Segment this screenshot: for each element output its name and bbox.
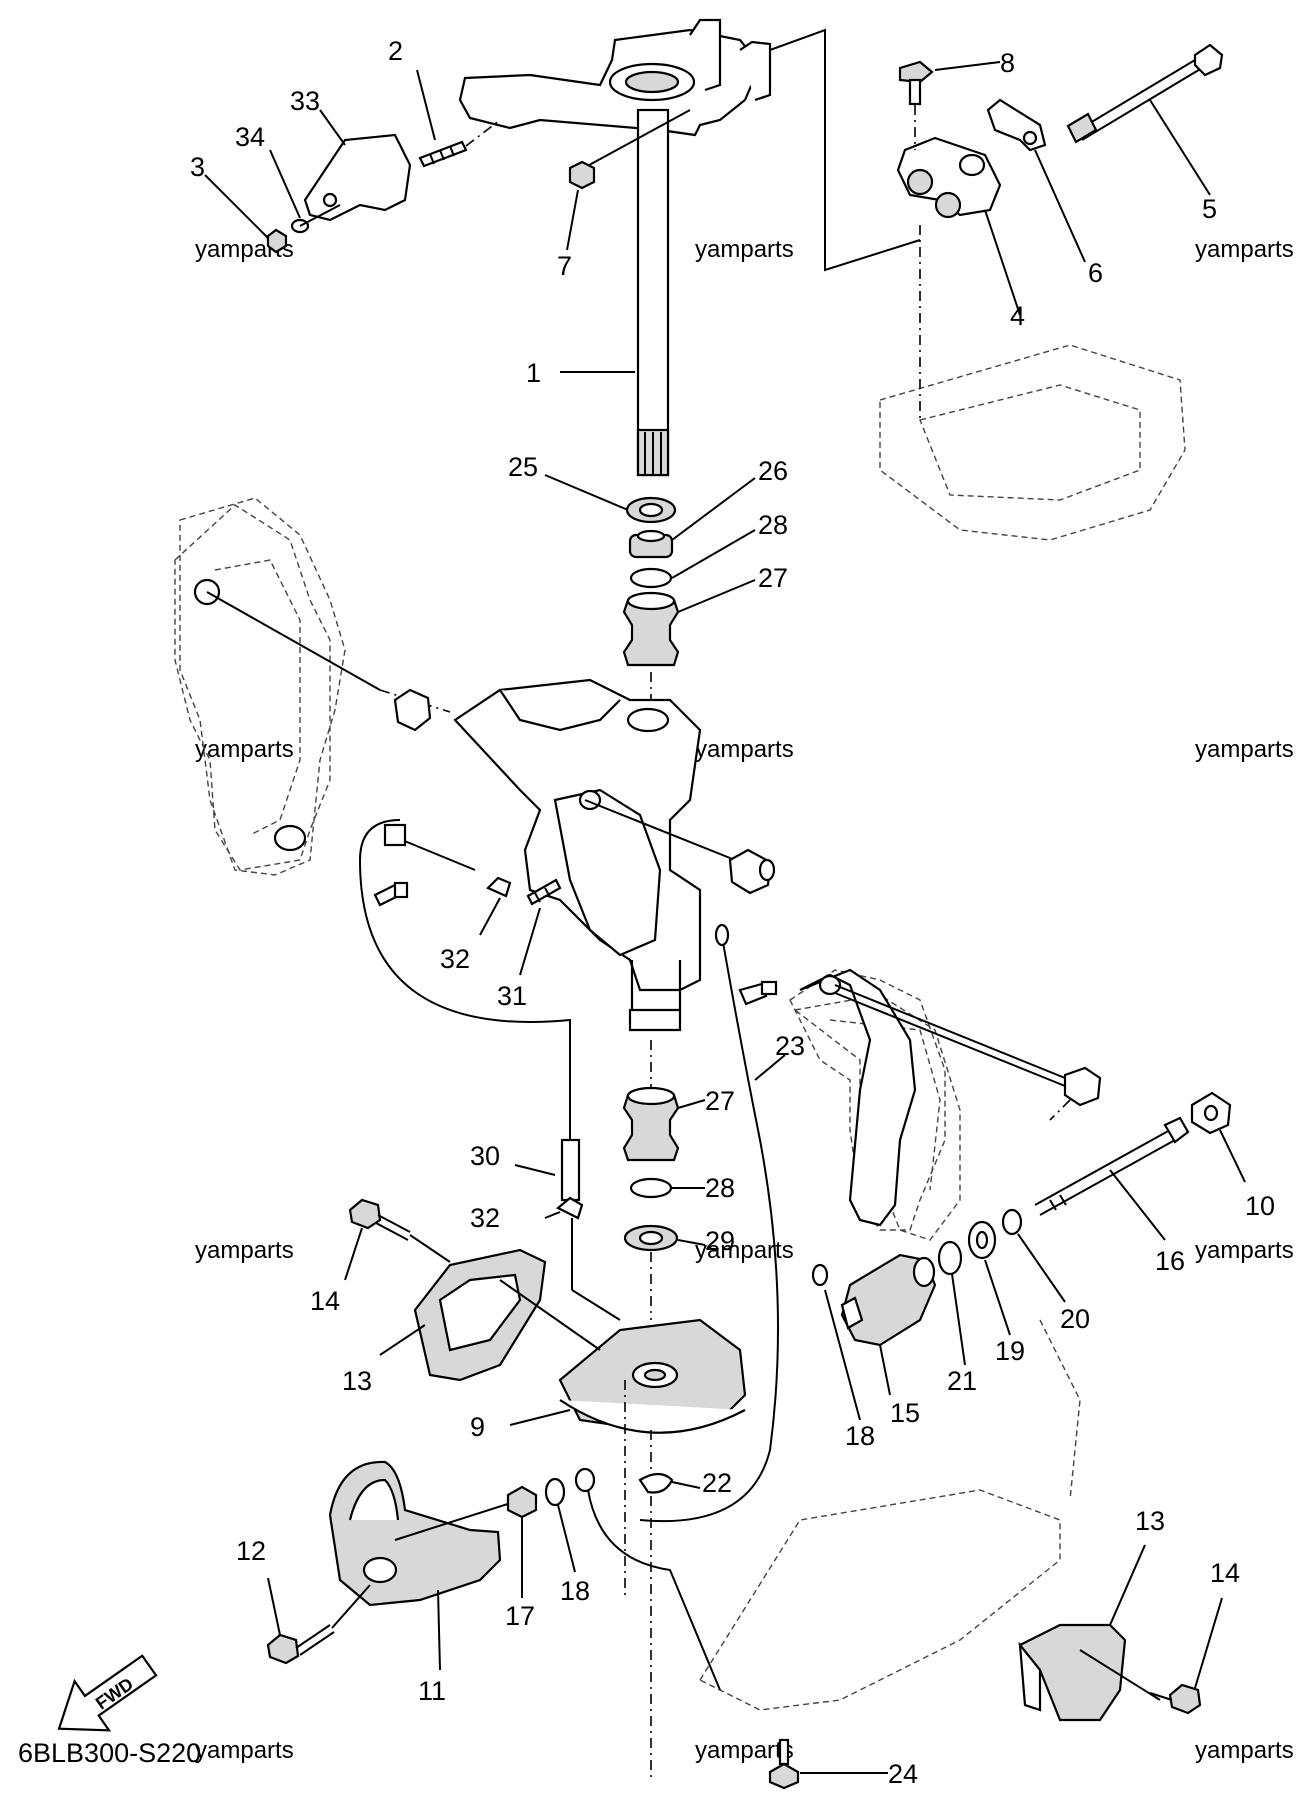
callout-31: 31 [497,981,527,1011]
callout-23: 23 [775,1031,805,1061]
callout-19: 19 [995,1336,1025,1366]
callout-28-upper: 28 [758,510,788,540]
bolt-12 [266,1624,335,1665]
fwd-arrow-icon: FWD [57,1654,158,1732]
callout-28-lower: 28 [705,1173,735,1203]
callout-18-lower: 18 [560,1576,590,1606]
bracket-13-right [1018,1623,1202,1722]
watermark: yamparts [1195,1737,1294,1764]
swivel-bracket [179,497,776,1032]
grease-hose-30 [358,819,571,1140]
callout-numbers: 1 2 3 4 5 6 7 8 9 10 11 12 13 13 14 14 1… [190,36,1275,1789]
lower-mount-9 [558,1218,747,1780]
callout-13-left: 13 [342,1366,372,1396]
washer-18-upper [811,1263,829,1287]
top-right-mount-group [769,28,1224,420]
clip-22 [638,1472,674,1494]
bolt-14-left [348,1198,411,1241]
right-clamp-bracket [738,968,1102,1231]
callout-11: 11 [418,1676,446,1706]
callout-27-lower: 27 [705,1086,735,1116]
watermark: yamparts [695,1737,794,1764]
callout-9: 9 [470,1412,485,1442]
bracket-6 [986,98,1047,152]
callout-14-left: 14 [310,1286,340,1316]
steering-shaft-assembly [458,18,772,477]
watermark: yamparts [1195,1237,1294,1264]
callout-8: 8 [1000,48,1015,78]
watermark: yamparts [1195,236,1294,263]
o-ring-28-lower [629,1177,673,1199]
callout-7: 7 [557,251,572,281]
watermark: yamparts [195,1237,294,1264]
diagram-code: 6BLB300-S220 [18,1738,201,1768]
upper-bushing-stack [622,496,680,730]
cable-holder-33 [303,133,412,222]
callout-2: 2 [388,36,403,66]
callout-22: 22 [702,1468,732,1498]
bolt-14-right [1149,1683,1202,1715]
washer-21 [937,1240,963,1276]
nut-17 [506,1485,538,1519]
watermarks: yamparts yamparts yamparts yamparts yamp… [195,236,1294,1764]
lower-bushing-stack [622,1040,680,1320]
cable-holder-group [266,119,501,254]
watermark: yamparts [1195,736,1294,763]
callout-29: 29 [705,1226,735,1256]
callout-20: 20 [1060,1304,1090,1334]
rubber-mount-group [840,1091,1232,1347]
leader-lines [204,61,1246,1774]
callout-6: 6 [1088,258,1103,288]
lower-cover-group [266,1460,721,1691]
bolt-8 [898,60,934,106]
callout-14-right: 14 [1210,1558,1240,1588]
fitting-31 [526,878,562,906]
callout-10: 10 [1245,1191,1275,1221]
callout-15: 15 [890,1398,920,1428]
clip-32-upper [486,876,512,898]
callout-25: 25 [508,452,538,482]
callout-4: 4 [1010,301,1025,331]
callout-33: 33 [290,86,320,116]
bolt-24 [768,1738,800,1790]
ground-cable-23 [639,924,779,1523]
callout-5: 5 [1202,194,1217,224]
callout-21: 21 [947,1366,977,1396]
watermark: yamparts [195,1737,294,1764]
callout-30: 30 [470,1141,500,1171]
callout-34: 34 [235,122,265,152]
watermark: yamparts [695,236,794,263]
callout-13-right: 13 [1135,1506,1165,1536]
clip-32-lower [556,1196,584,1220]
watermark: yamparts [695,1237,794,1264]
callout-24: 24 [888,1759,918,1789]
nut-3 [266,228,288,254]
bolt-5 [1066,43,1224,144]
callout-1: 1 [526,358,541,388]
callout-27-upper: 27 [758,563,788,593]
steering-shaft [636,108,670,477]
washer-20 [1001,1208,1023,1236]
nut-7 [568,160,596,190]
bolt-16 [1034,1116,1190,1216]
callout-3: 3 [190,152,205,182]
o-ring-28-upper [629,567,673,589]
bracket-13-left [348,1198,601,1382]
cable-and-clips [358,819,584,1220]
watermark: yamparts [695,736,794,763]
callout-32-lower: 32 [470,1203,500,1233]
callout-17: 17 [505,1601,535,1631]
watermark: yamparts [195,736,294,763]
callout-18-upper: 18 [845,1421,875,1451]
washer-18-lower [544,1477,566,1507]
callout-32-upper: 32 [440,944,470,974]
callout-26: 26 [758,456,788,486]
callout-16: 16 [1155,1246,1185,1276]
callout-12: 12 [236,1536,266,1566]
bolt-2 [418,140,468,168]
